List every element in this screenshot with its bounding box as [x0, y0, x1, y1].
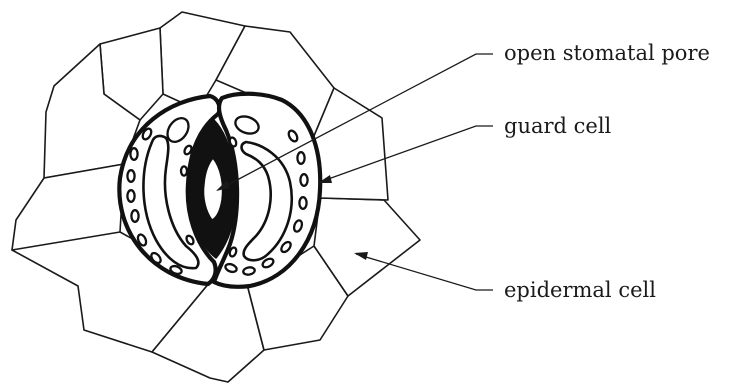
- label-guard-cell: guard cell: [504, 116, 611, 137]
- chloroplast: [300, 174, 307, 186]
- chloroplast: [127, 170, 134, 182]
- chloroplast: [181, 166, 187, 175]
- label-epidermal-cell: epidermal cell: [504, 280, 656, 301]
- chloroplast: [297, 152, 304, 164]
- stoma: [119, 94, 320, 287]
- label-open-stomatal-pore: open stomatal pore: [504, 43, 710, 64]
- chloroplast: [131, 210, 138, 222]
- chloroplast: [299, 197, 306, 209]
- chloroplast: [127, 190, 134, 202]
- chloroplast: [130, 148, 137, 160]
- chloroplast: [243, 266, 256, 275]
